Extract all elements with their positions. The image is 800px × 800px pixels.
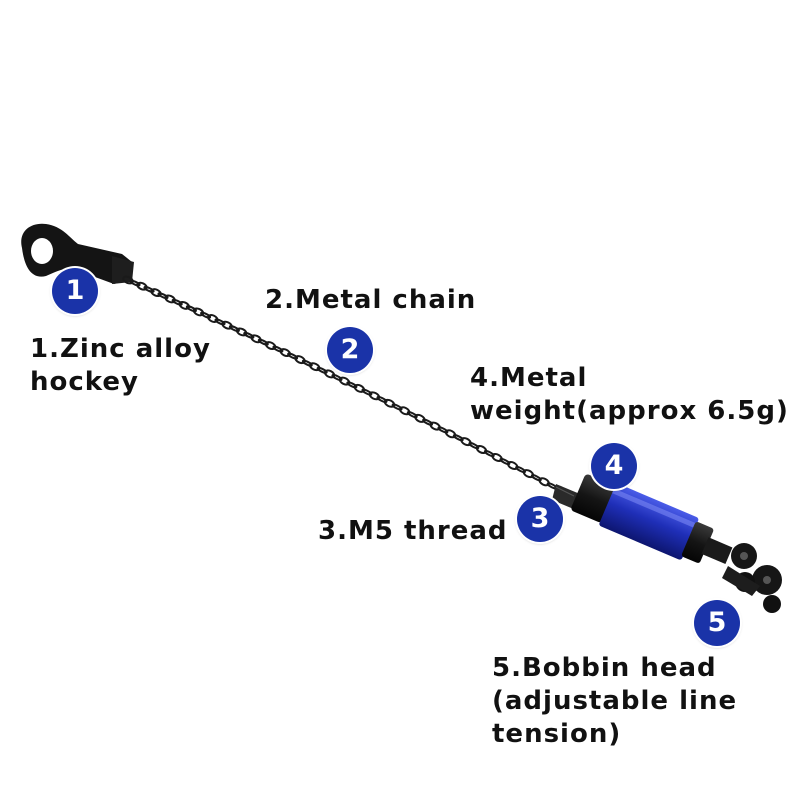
chain-link [143, 285, 155, 293]
chain-link [483, 449, 495, 458]
chain-link [257, 338, 269, 346]
label-line: 1.Zinc alloy [30, 334, 211, 364]
chain-link [136, 281, 148, 291]
chain-link [264, 341, 277, 351]
chain-link [437, 426, 449, 434]
chain-link [243, 331, 255, 339]
chain-link [235, 327, 248, 337]
chain-link [499, 457, 511, 466]
chain-link [228, 325, 240, 333]
chain-link [316, 366, 328, 374]
callout-badge-4: 4 [591, 443, 637, 489]
label-zinc-alloy-hockey: 1.Zinc alloy hockey [30, 333, 211, 399]
chain-link [515, 465, 527, 474]
chain-link [279, 348, 291, 358]
chain-link [530, 474, 542, 482]
chain-link [301, 359, 313, 367]
label-line: hockey [30, 367, 139, 397]
label-line: weight(approx 6.5g) [470, 396, 789, 426]
label-metal-weight: 4.Metal weight(approx 6.5g) [470, 362, 789, 428]
chain-link [150, 288, 162, 298]
callout-badge-1: 1 [52, 268, 98, 314]
metal-weight [571, 474, 733, 565]
callout-badge-2: 2 [327, 327, 373, 373]
chain-link [376, 395, 388, 404]
chain-link [192, 307, 205, 317]
chain-link [200, 311, 212, 319]
callout-badge-5: 5 [694, 600, 740, 646]
chain-link [287, 352, 299, 360]
chain-link [361, 388, 373, 396]
label-line: 5.Bobbin head [492, 653, 717, 683]
chain-link [346, 381, 358, 389]
label-bobbin-head: 5.Bobbin head (adjustable line tension) [492, 652, 737, 751]
chain-link [406, 411, 418, 419]
chain-link [178, 300, 191, 310]
chain-link [157, 292, 169, 300]
chain-link [185, 305, 197, 313]
label-metal-chain: 2.Metal chain [265, 284, 476, 317]
chain-link [221, 320, 233, 330]
metal-chain [122, 275, 566, 495]
chain-link [323, 369, 336, 379]
callout-badge-3: 3 [517, 496, 563, 542]
chain-link [468, 442, 480, 450]
label-line: (adjustable line [492, 686, 738, 716]
chain-link [207, 314, 219, 323]
label-line: 3.M5 thread [318, 516, 508, 546]
chain-link [309, 362, 321, 372]
chain-link [272, 345, 284, 353]
label-line: tension) [492, 719, 622, 749]
chain-link [122, 275, 134, 285]
label-line: 4.Metal [470, 363, 588, 393]
chain-link [391, 403, 403, 411]
chain-link [129, 279, 141, 287]
label-line: 2.Metal chain [265, 285, 477, 315]
chain-link [214, 318, 226, 326]
chain-link [164, 294, 176, 304]
bobbin-head [722, 543, 782, 613]
chain-link [452, 434, 464, 442]
chain-link [331, 373, 343, 382]
label-m5-thread: 3.M5 thread [318, 515, 508, 548]
chain-link [422, 418, 434, 426]
chain-link [171, 298, 183, 306]
chain-link [250, 334, 262, 344]
